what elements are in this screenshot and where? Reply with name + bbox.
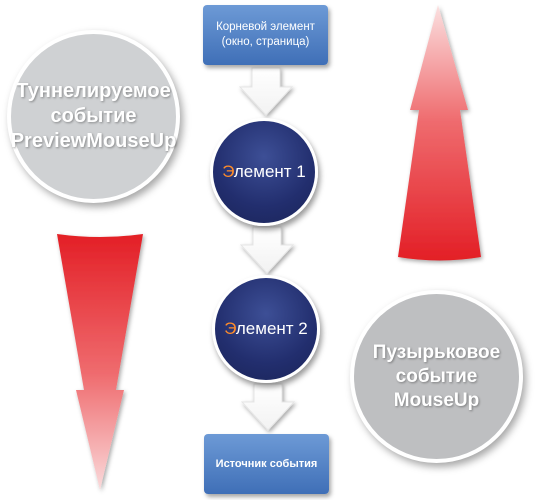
element-2-rest: лемент 2 xyxy=(235,319,308,338)
event-source-label: Источник события xyxy=(215,458,318,470)
connector-arrow-3 xyxy=(240,383,296,431)
element-1-rest: лемент 1 xyxy=(233,162,306,181)
root-box-line1: Корневой элемент xyxy=(216,21,315,33)
root-element-box: Корневой элемент (окно, страница) xyxy=(203,5,328,65)
bubble-line2: событие xyxy=(395,365,478,387)
element-1-label: Элемент 1 xyxy=(222,162,306,182)
tunnel-line1: Туннелируемое xyxy=(16,80,171,102)
connector-arrow-2 xyxy=(239,226,295,274)
event-source-box: Источник события xyxy=(204,434,329,494)
bubble-line3: MouseUp xyxy=(393,389,480,411)
root-box-line2: (окно, страница) xyxy=(221,36,310,48)
bubble-line1: Пузырьковое xyxy=(372,341,501,363)
bubbling-event-circle: Пузырьковое событие MouseUp xyxy=(350,290,523,463)
tunneling-event-circle: Туннелируемое событие PreviewMouseUp xyxy=(7,30,180,203)
tunnel-down-arrow xyxy=(57,234,143,490)
tunnel-line3: PreviewMouseUp xyxy=(10,130,177,152)
element-2-label: Элемент 2 xyxy=(224,319,308,339)
tunnel-line2: событие xyxy=(50,105,137,127)
element-1-node: Элемент 1 xyxy=(210,118,318,226)
bubble-up-arrow xyxy=(398,5,481,261)
connector-arrow-1 xyxy=(238,67,294,116)
element-1-first-letter: Э xyxy=(222,162,234,181)
element-2-node: Элемент 2 xyxy=(212,275,320,383)
element-2-first-letter: Э xyxy=(224,319,236,338)
